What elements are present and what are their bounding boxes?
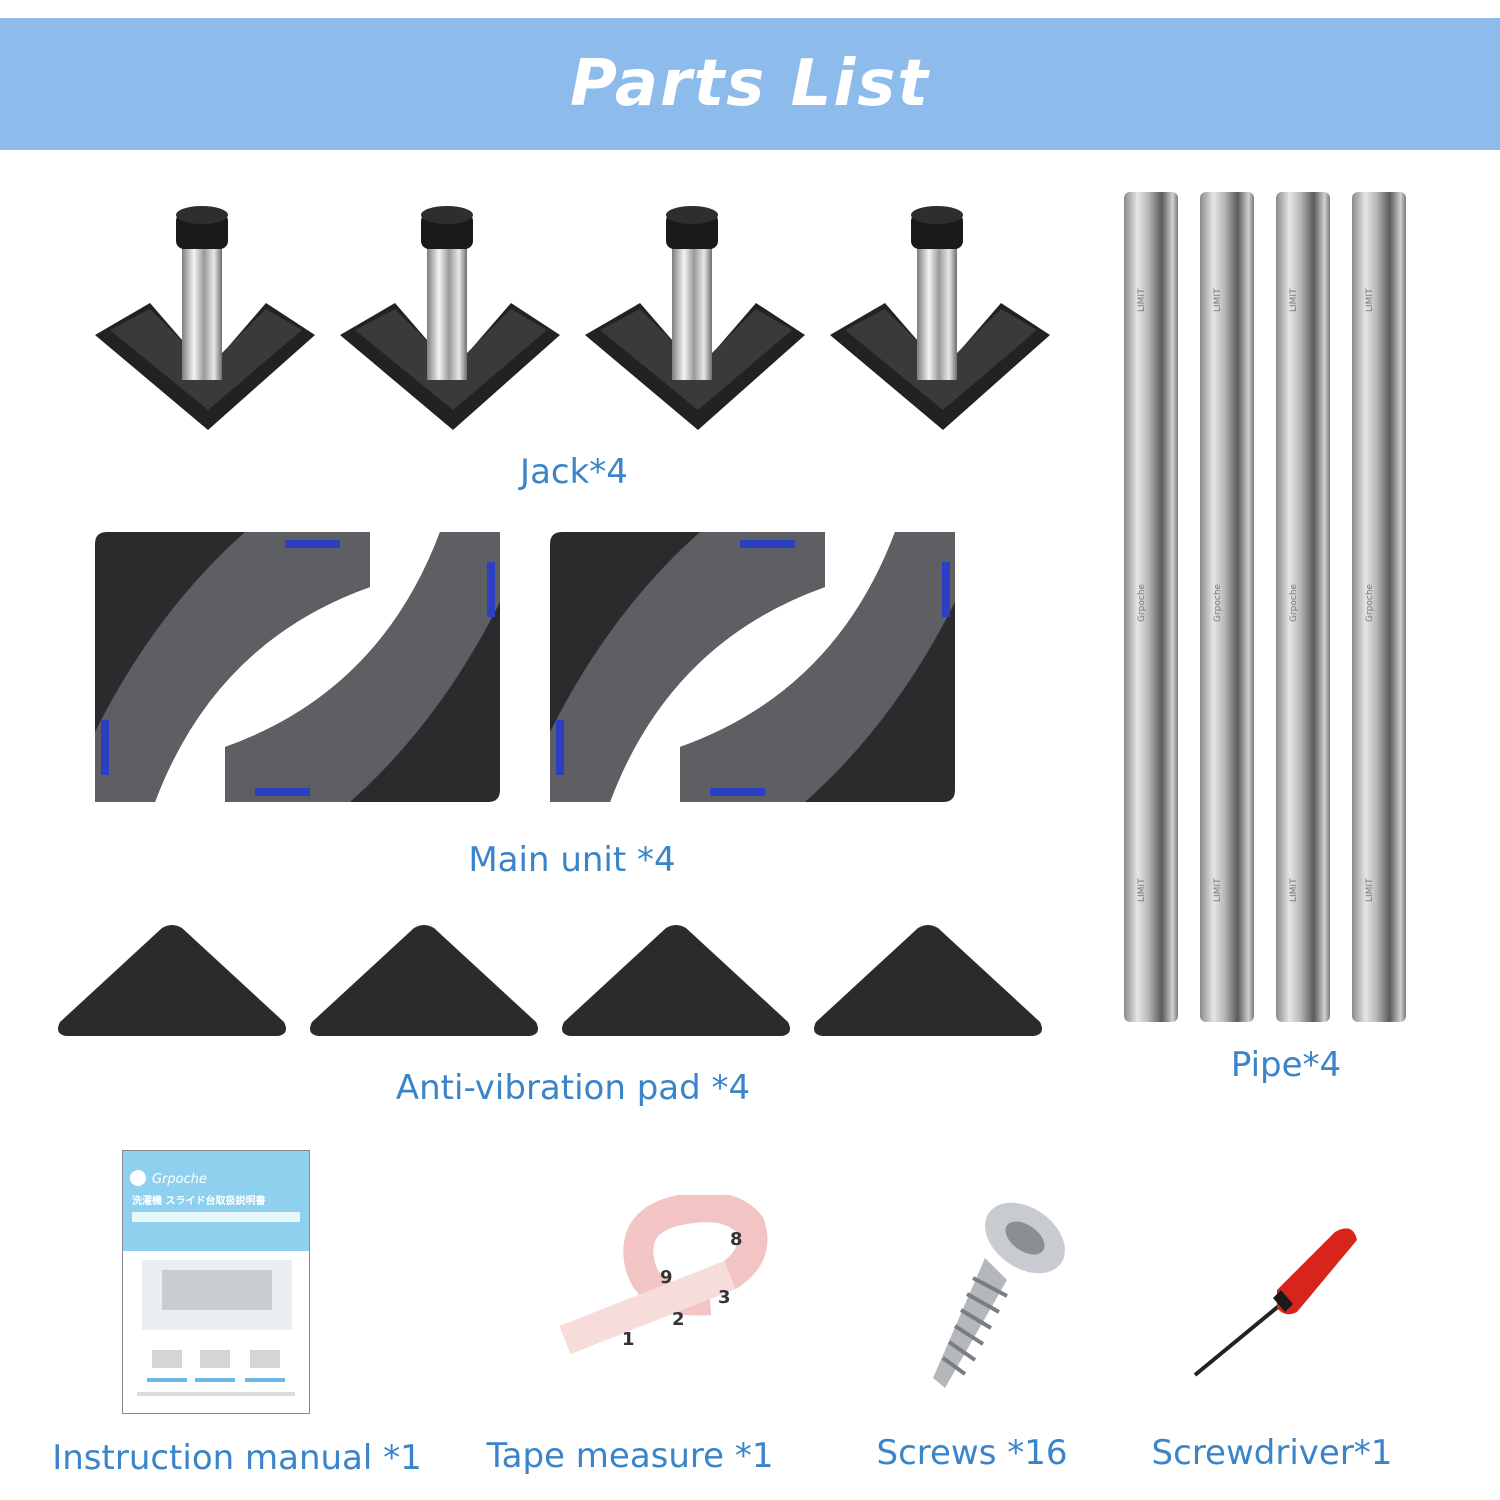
pipe-label: Pipe*4: [1230, 1045, 1342, 1085]
main-unit-4: [680, 532, 955, 802]
pad-group: [58, 922, 1048, 1042]
manual-label: Instruction manual *1: [52, 1438, 422, 1478]
pad-4: [814, 925, 1042, 1036]
pipe-marking: LIMIT: [1213, 288, 1223, 312]
pad-3: [562, 925, 790, 1036]
screwdriver: [1185, 1220, 1365, 1385]
pipe-brand: Grpoche: [1137, 583, 1147, 622]
manual-brand: Grpoche: [152, 1172, 207, 1187]
jack-illustrations: [95, 206, 1050, 430]
tape-measure-illustration: 1 2 3 9 8: [560, 1195, 768, 1354]
main-unit-2: [225, 532, 500, 802]
pipe-brand: Grpoche: [1289, 583, 1299, 622]
screwdriver-label: Screwdriver*1: [1151, 1433, 1393, 1473]
pipe-1: [1124, 192, 1178, 1022]
pad-1: [58, 925, 286, 1036]
main-unit-group: [95, 532, 965, 812]
pad-illustrations: [58, 925, 1042, 1036]
pad-2: [310, 925, 538, 1036]
screw-illustration: [933, 1202, 1065, 1388]
pipe-group: LIMIT LIMIT LIMIT LIMIT Grpoche Grpoche …: [1122, 192, 1412, 1024]
main-unit-1: [95, 532, 370, 802]
tape-mark: 3: [718, 1287, 731, 1308]
jack-2: [340, 206, 560, 430]
screwdriver-illustration: [1193, 1228, 1357, 1377]
pipe-marking: LIMIT: [1289, 288, 1299, 312]
header-banner: Parts List: [0, 18, 1500, 150]
page-title: Parts List: [570, 47, 930, 121]
pipe-brand: Grpoche: [1213, 583, 1223, 622]
pipe-marking: LIMIT: [1137, 878, 1147, 902]
jack-group: [90, 195, 1060, 435]
pipe-4: [1352, 192, 1406, 1022]
main-unit-3: [550, 532, 825, 802]
screw: [915, 1198, 1075, 1398]
pad-label: Anti-vibration pad *4: [395, 1068, 751, 1108]
tape-label: Tape measure *1: [486, 1436, 774, 1476]
main-unit-label: Main unit *4: [468, 840, 676, 880]
tape-mark: 1: [622, 1329, 635, 1350]
pipe-marking: LIMIT: [1289, 878, 1299, 902]
screws-label: Screws *16: [876, 1433, 1068, 1473]
pipe-illustrations: LIMIT LIMIT LIMIT LIMIT Grpoche Grpoche …: [1124, 192, 1406, 1022]
tape-mark: 8: [730, 1229, 743, 1250]
pipe-3: [1276, 192, 1330, 1022]
pipe-marking: LIMIT: [1137, 288, 1147, 312]
tape-mark: 2: [672, 1309, 685, 1330]
jack-3: [585, 206, 805, 430]
pipe-marking: LIMIT: [1365, 878, 1375, 902]
pipe-2: [1200, 192, 1254, 1022]
jack-label: Jack*4: [520, 452, 628, 492]
pipe-brand: Grpoche: [1365, 583, 1375, 622]
instruction-manual: Grpoche 洗濯機 スライド台取扱説明書: [122, 1150, 310, 1414]
jack-4: [830, 206, 1050, 430]
tape-measure: 1 2 3 9 8: [560, 1195, 790, 1375]
manual-title: 洗濯機 スライド台取扱説明書: [132, 1194, 265, 1207]
jack-1: [95, 206, 315, 430]
main-unit-illustrations: [95, 532, 955, 802]
pipe-marking: LIMIT: [1213, 878, 1223, 902]
tape-mark: 9: [660, 1267, 673, 1288]
manual-cover: Grpoche 洗濯機 スライド台取扱説明書: [122, 1150, 310, 1414]
pipe-marking: LIMIT: [1365, 288, 1375, 312]
